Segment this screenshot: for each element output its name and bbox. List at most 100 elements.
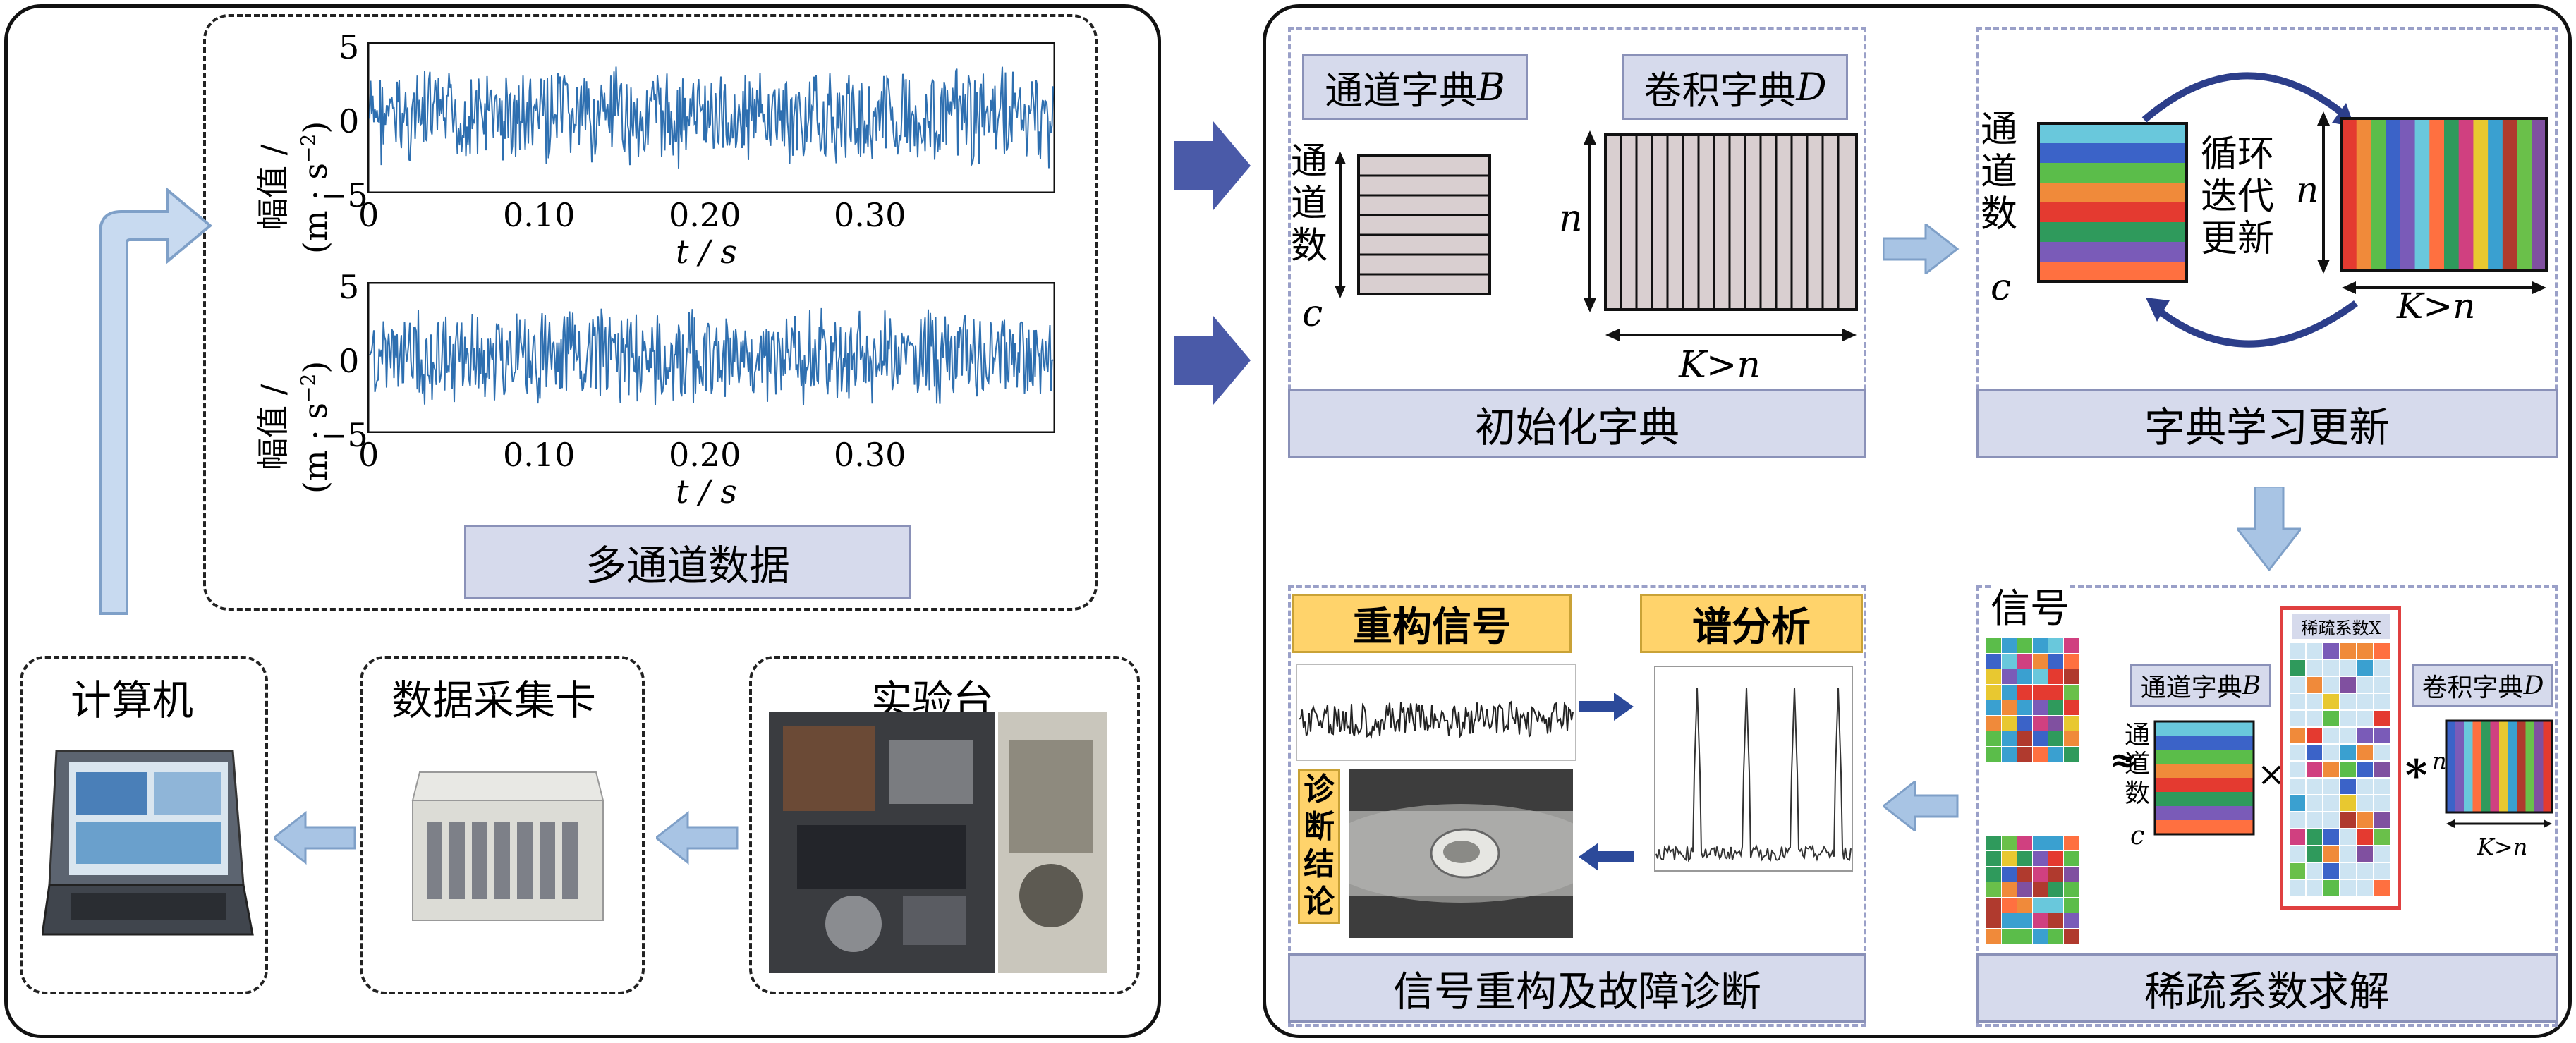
mosaic-cell — [2002, 882, 2017, 897]
mosaic-cell — [2002, 913, 2017, 928]
conv-stripe — [2502, 118, 2518, 271]
coeff-cell — [2374, 829, 2390, 845]
coeff-cell — [2323, 812, 2339, 828]
mosaic-cell — [2033, 867, 2048, 882]
mosaic-cell — [2064, 700, 2079, 715]
coeff-cell — [2340, 829, 2356, 845]
plot-2-xtick-1: 0.10 — [503, 436, 576, 474]
coeff-cell — [2340, 880, 2356, 896]
plot-1: 幅值 / (m · s−2) 5 0 −5 0 0.10 0.20 0.30 t… — [224, 28, 1071, 282]
arrow-update-to-sparse — [2237, 487, 2301, 571]
coeff-cell — [2374, 711, 2390, 726]
mosaic-cell — [2002, 716, 2017, 731]
mosaic-cell — [2002, 700, 2017, 715]
mosaic-cell — [2033, 882, 2048, 897]
channel-dict-b-matrix — [1335, 152, 1491, 298]
conv-stripe — [2429, 118, 2445, 271]
init-k-gt-n: K>n — [1679, 344, 1761, 386]
conv-stripe — [2543, 721, 2553, 812]
coeff-cell — [2357, 745, 2373, 760]
mosaic-cell — [2048, 731, 2063, 746]
sparse-coeff-label: 稀疏系数X — [2292, 614, 2390, 639]
mosaic-cell — [2017, 898, 2032, 913]
testbench-photo — [769, 712, 1107, 973]
coeff-cell — [2323, 779, 2339, 794]
conv-stripe — [2414, 118, 2430, 271]
sparse-signal-label: 信号 — [1991, 577, 2070, 634]
coeff-cell — [2307, 677, 2322, 693]
diagnosis-label: 诊 断 结 论 — [1298, 769, 1340, 924]
update-conv-stripes — [2342, 118, 2547, 271]
mosaic-cell — [1986, 851, 2001, 866]
fault-photo — [1349, 769, 1573, 938]
coeff-cell — [2307, 694, 2322, 709]
coeff-cell — [2374, 779, 2390, 794]
coeff-cell — [2357, 728, 2373, 743]
plot-1-xlabel: t / s — [676, 233, 737, 271]
coeff-cell — [2290, 762, 2305, 777]
mosaic-cell — [2017, 836, 2032, 850]
plot-1-ylabel-cn: 幅值 / — [254, 144, 292, 231]
mosaic-cell — [2017, 929, 2032, 944]
mosaic-cell — [1986, 669, 2001, 684]
cycle-text: 循环 迭代 更新 — [2201, 133, 2275, 260]
coeff-cell — [2340, 863, 2356, 879]
coeff-cell — [2340, 846, 2356, 862]
conv-stripe — [2508, 721, 2517, 812]
dict-update-label: 字典学习更新 — [1976, 389, 2558, 458]
conv-stripe — [2488, 118, 2503, 271]
coeff-cell — [2323, 643, 2339, 659]
mosaic-cell — [2017, 747, 2032, 762]
coeff-cell — [2374, 846, 2390, 862]
mosaic-cell — [2002, 747, 2017, 762]
recon-box — [1288, 585, 1866, 1027]
plot-2-xlabel: t / s — [676, 472, 737, 511]
coeff-cell — [2290, 711, 2305, 726]
coeff-cell — [2374, 694, 2390, 709]
coeff-cell — [2374, 795, 2390, 811]
coeff-cell — [2290, 745, 2305, 760]
plot-1-xtick-3: 0.30 — [834, 196, 906, 234]
init-dict-label: 初始化字典 — [1288, 389, 1866, 458]
coeff-cell — [2290, 880, 2305, 896]
coeff-cell — [2357, 711, 2373, 726]
mosaic-cell — [2064, 913, 2079, 928]
coeff-cell — [2290, 863, 2305, 879]
plot-1-ytick-bot: −5 — [320, 176, 368, 214]
coeff-cell — [2323, 762, 2339, 777]
mosaic-cell — [1986, 913, 2001, 928]
mosaic-cell — [1986, 685, 2001, 700]
mosaic-cell — [2033, 851, 2048, 866]
plot-2-area — [367, 282, 1055, 433]
mosaic-cell — [2064, 731, 2079, 746]
conv-stripe — [2356, 118, 2371, 271]
arrow-recon-to-spectrum — [1579, 693, 1634, 721]
coeff-cell — [2323, 711, 2339, 726]
mosaic-cell — [2017, 716, 2032, 731]
update-conv-dict-matrix — [2317, 111, 2548, 294]
plot-1-xtick-1: 0.10 — [503, 196, 576, 234]
up-arrow — [99, 187, 213, 615]
mosaic-cell — [2017, 851, 2032, 866]
coeff-cell — [2307, 660, 2322, 676]
daq-image — [411, 771, 604, 921]
computer-box — [20, 656, 268, 994]
conv-stripe — [2490, 721, 2500, 812]
conv-stripe — [2464, 721, 2473, 812]
mosaic-cell — [2017, 731, 2032, 746]
coeff-cell — [2307, 711, 2322, 726]
arrow-spectrum-to-diagnosis — [1579, 843, 1634, 871]
coeff-cell — [2357, 846, 2373, 862]
coeff-cell — [2307, 745, 2322, 760]
sparse-box — [1976, 585, 2558, 1027]
mosaic-cell — [2033, 731, 2048, 746]
coeff-cell — [2307, 643, 2322, 659]
plot-2-signal — [369, 307, 1054, 405]
mosaic-cell — [1986, 929, 2001, 944]
coeff-cell — [2290, 660, 2305, 676]
coeff-cell — [2307, 846, 2322, 862]
coeff-cell — [2374, 677, 2390, 693]
mosaic-cell — [2064, 716, 2079, 731]
